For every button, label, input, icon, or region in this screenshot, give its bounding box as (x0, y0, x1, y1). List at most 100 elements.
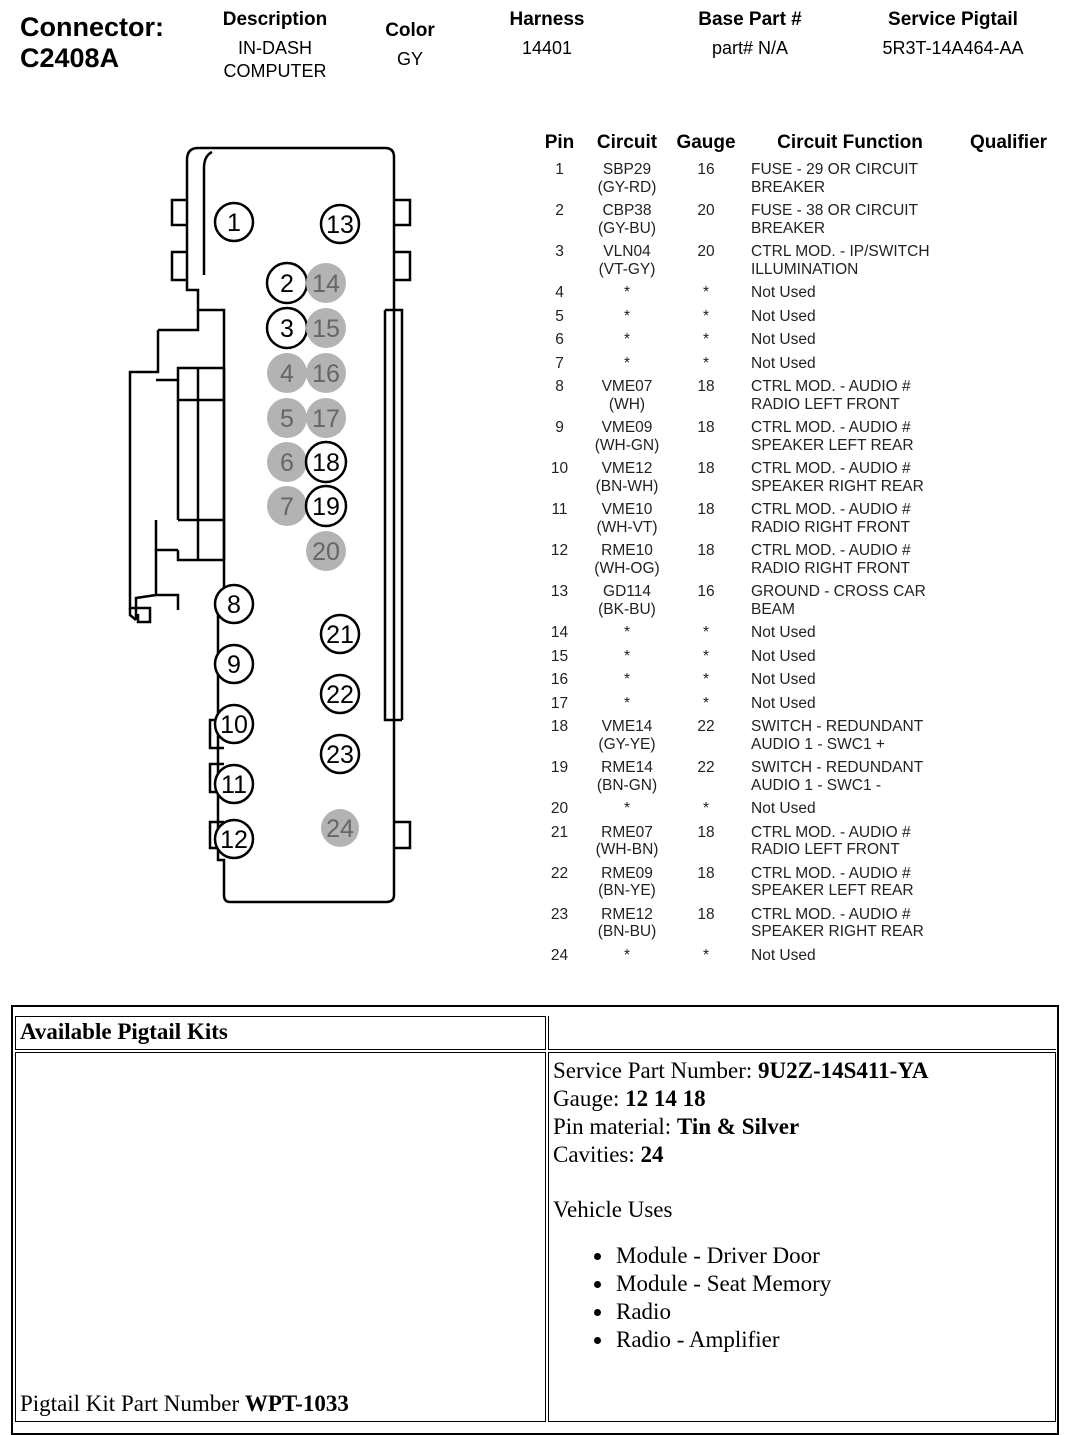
pin-number: 1 (555, 161, 564, 178)
description-column: Description IN-DASH COMPUTER (195, 9, 355, 83)
pin-number: 18 (550, 718, 569, 735)
circuit-code: RME09 (BN-YE) (598, 864, 656, 900)
pigtail-kits-title: Available Pigtail Kits (15, 1016, 546, 1050)
pin-circle (319, 673, 361, 715)
wire-gauge: * (702, 647, 710, 665)
color-column: Color GY (360, 20, 460, 71)
circuit-function: CTRL MOD. - IP/SWITCH ILLUMINATION (751, 243, 930, 278)
circuit-function: Not Used (751, 354, 816, 372)
vehicle-use-item: Radio - Amplifier (594, 1326, 1051, 1354)
wire-gauge: 18 (697, 542, 715, 559)
pin-cavity-12: 12 (213, 818, 255, 860)
gauge-value: 12 14 18 (625, 1086, 706, 1111)
wire-gauge: 18 (697, 501, 715, 518)
pin-label: 8 (227, 591, 241, 619)
header-gauge: Gauge (676, 132, 736, 153)
circuit-function: Not Used (751, 647, 816, 665)
qualifier (955, 759, 1062, 800)
header-circuit-function: Circuit Function (777, 132, 923, 153)
pin-circle (304, 484, 348, 528)
pin-label: 9 (227, 651, 241, 679)
qualifier (955, 865, 1062, 906)
pin-circle (267, 353, 307, 393)
qualifier (955, 202, 1062, 243)
pin-label: 4 (280, 360, 294, 388)
pin-number: 21 (550, 823, 569, 841)
pin-number: 17 (550, 694, 569, 712)
pin-circle (319, 733, 361, 775)
wire-gauge: * (702, 307, 710, 325)
description-label: Description (222, 9, 328, 30)
circuit-function: FUSE - 38 OR CIRCUIT BREAKER (751, 202, 918, 237)
vehicle-use-item: Module - Driver Door (594, 1242, 1051, 1270)
pin-row: 17**Not Used (532, 695, 1062, 719)
pin-number: 10 (550, 460, 569, 477)
pin-circle (267, 398, 307, 438)
pin-label: 18 (312, 449, 340, 477)
pin-label: 14 (312, 270, 340, 298)
harness-label: Harness (509, 9, 585, 30)
kit-part-number: Pigtail Kit Part Number WPT-1033 (20, 1391, 349, 1417)
pin-label: 17 (312, 405, 340, 433)
pin-row: 6**Not Used (532, 331, 1062, 355)
wire-gauge: * (702, 624, 710, 641)
gauge-label: Gauge: (553, 1086, 620, 1111)
color-value: GY (396, 49, 423, 69)
pin-circle (321, 809, 359, 847)
circuit-function: Not Used (751, 694, 816, 712)
pin-label: 3 (280, 315, 294, 343)
pin-label: 23 (326, 741, 354, 769)
qualifier (955, 542, 1062, 583)
pin-circle (306, 353, 346, 393)
circuit-function: GROUND - CROSS CAR BEAM (751, 583, 926, 618)
pin-label: 20 (312, 538, 340, 566)
circuit-function: Not Used (751, 331, 816, 348)
wire-gauge: 18 (697, 460, 715, 477)
pin-material-row: Pin material: Tin & Silver (553, 1113, 1051, 1141)
pin-label: 5 (280, 405, 294, 433)
pin-label: 13 (326, 211, 354, 239)
circuit-function: FUSE - 29 OR CIRCUIT BREAKER (751, 161, 918, 196)
pin-circle (306, 398, 346, 438)
pin-cavity-24: 24 (321, 809, 359, 847)
pin-number: 14 (550, 624, 569, 641)
pin-number: 2 (555, 202, 564, 219)
service-part-row: Service Part Number: 9U2Z-14S411-YA (553, 1057, 1051, 1085)
pin-cavity-1: 1 (213, 201, 255, 243)
service-part-value: 9U2Z-14S411-YA (758, 1058, 929, 1083)
pin-cavity-9: 9 (213, 643, 255, 685)
pin-table-header-row: Pin Circuit Gauge Circuit Function Quali… (532, 131, 1062, 161)
service-pigtail-value: 5R3T-14A464-AA (882, 38, 1024, 58)
circuit-code: RME07 (WH-BN) (595, 823, 659, 859)
wire-gauge: 16 (697, 161, 715, 178)
circuit-code: VME07 (WH) (601, 378, 653, 413)
kit-part-label: Pigtail Kit Part Number (20, 1391, 240, 1416)
wire-gauge: * (702, 331, 710, 348)
qualifier (955, 284, 1062, 308)
pin-label: 16 (312, 360, 340, 388)
pin-cavity-19: 19 (304, 484, 348, 528)
pin-cavity-21: 21 (319, 613, 361, 655)
qualifier (955, 419, 1062, 460)
pin-circle (213, 583, 255, 625)
pin-label: 15 (312, 315, 340, 343)
vehicle-use-item: Module - Seat Memory (594, 1270, 1051, 1298)
pin-label: 22 (326, 681, 354, 709)
qualifier (955, 331, 1062, 355)
circuit-code: RME12 (BN-BU) (597, 905, 657, 941)
circuit-function: CTRL MOD. - AUDIO # RADIO RIGHT FRONT (751, 542, 911, 577)
circuit-code: VME09 (WH-GN) (594, 419, 660, 454)
connector-title: Connector: C2408A (20, 12, 164, 74)
wire-gauge: * (702, 694, 710, 712)
pin-cavity-8: 8 (213, 583, 255, 625)
pin-label: 24 (326, 815, 354, 843)
qualifier (955, 501, 1062, 542)
